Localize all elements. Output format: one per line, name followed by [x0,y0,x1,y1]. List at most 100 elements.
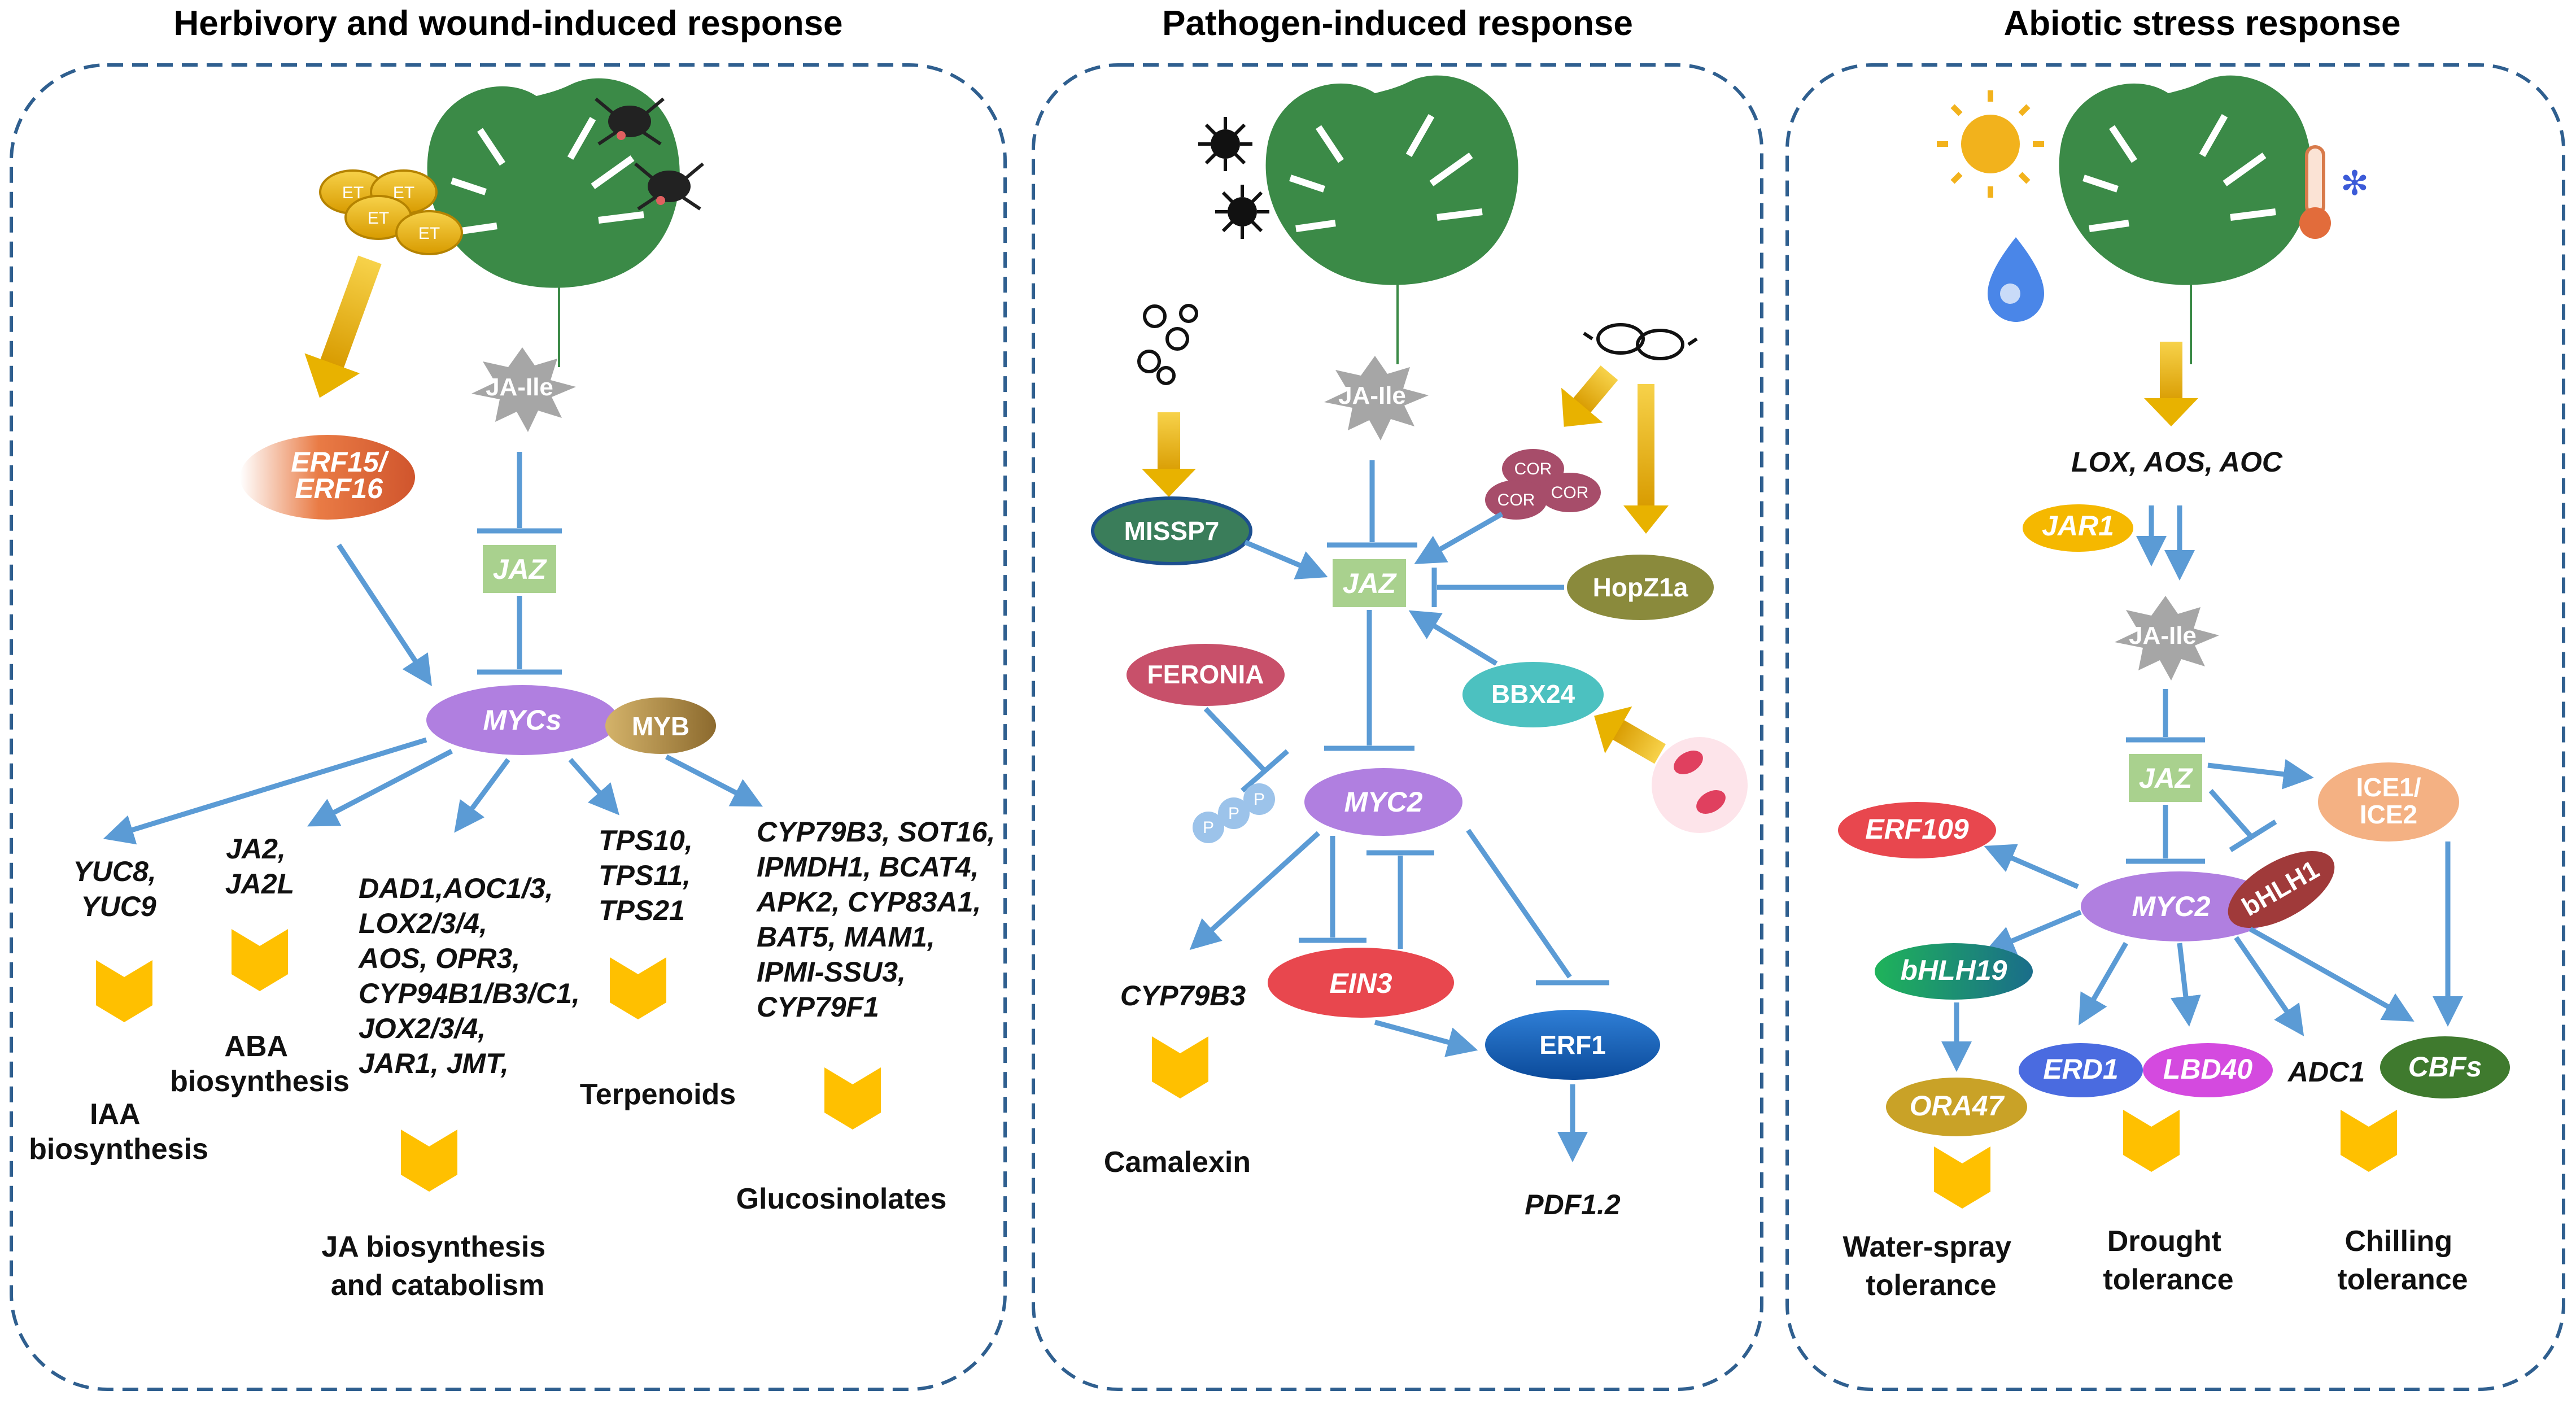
jaz-label: JAZ [2139,762,2194,794]
myb-node [605,697,716,754]
myc2-node [1304,768,1462,836]
inhibit-bar [2229,819,2277,852]
chevron-arrow-icon [232,929,288,991]
activation-arrow [1374,1019,1478,1057]
activation-arrow [103,737,427,845]
jaz-label: JAZ [1343,568,1398,599]
activation-arrow [1189,831,1321,950]
feronia-label: FERONIA [1147,660,1264,689]
mycs-label: MYCs [483,704,562,736]
yellow-arrow [1594,706,1666,764]
activation-arrow [1414,512,1504,564]
hopz1a-label: HopZ1a [1593,573,1688,602]
erf16-label: ERF16 [295,473,383,504]
leaf-icon [2059,76,2312,364]
lbd40-label: LBD40 [2163,1053,2253,1085]
bhlh1-node [2228,851,2335,928]
et-label: ET [342,184,364,202]
gene-list-ja-biosynthesis: DAD1,AOC1/3, LOX2/3/4, AOS, OPR3, CYP94B… [357,873,588,1079]
inhibit-line [1466,829,1572,979]
ja-ile-label: JA-Ile [486,373,553,401]
cbfs-node [2380,1036,2510,1098]
outcome-aba: ABA biosynthesis [170,1030,350,1098]
erf1-node [1485,1010,1660,1080]
activation-arrow [2171,943,2201,1027]
water-drop-icon [1988,237,2044,322]
ora47-node [1886,1078,2027,1136]
activation-arrow [1244,539,1328,579]
panel-herbivory-frame [10,63,1007,1391]
ja-ile-label: JA-Ile [2129,622,2197,649]
svg-text:P: P [1203,818,1214,837]
virus-icon [1198,117,1252,171]
erf109-node [1838,802,1996,858]
gene-list-tps: TPS10, TPS11, TPS21 [599,825,701,926]
panel-abiotic-frame [1785,63,2565,1391]
activation-arrow [307,749,453,827]
activation-arrow [337,543,432,687]
activation-arrow [1408,610,1498,666]
ein3-node [1268,948,1454,1018]
activation-arrow [2248,927,2415,1022]
activation-arrow [2207,758,2314,790]
activation-arrow [665,755,763,807]
jar1-label: JAR1 [2042,510,2114,542]
outcome-iaa: IAA biosynthesis [29,1098,208,1166]
erf15-erf16-node [240,435,415,520]
chevron-arrow-icon [824,1067,881,1130]
et-label: ET [393,184,414,202]
yellow-arrow [1623,384,1669,534]
inhibit-line [2208,789,2255,840]
et-cluster-icon: ET ET ET ET [319,169,463,255]
virus-icon [1215,185,1269,239]
hopz1a-node [1567,555,1714,620]
phosphate-icon: P P P [1193,783,1275,843]
outcome-ja: JA biosynthesis and catabolism [321,1231,553,1302]
activation-arrow [2079,941,2128,1026]
sun-icon [1937,90,2044,198]
bbx24-label: BBX24 [1491,679,1575,709]
yellow-arrow [304,255,382,398]
gene-list-ja2: JA2, JA2L [225,833,294,900]
jaz-box [483,545,556,593]
erf15-label: ERF15/ [291,446,390,478]
erf109-label: ERF109 [1865,813,1969,845]
gene-cyp79b3: CYP79B3 [1120,980,1246,1011]
panel-abiotic: ✻ LOX, AOS, AOC JAR1 JA-Ile JAZ ICE1/ IC… [1838,76,2510,1302]
bbx24-node [1462,662,1604,727]
mycs-node [426,685,618,755]
et-label: ET [418,224,440,243]
myc2-label: MYC2 [2132,891,2211,922]
outcome-glucosinolates: Glucosinolates [736,1183,947,1215]
myb-label: MYB [632,712,689,741]
insect-icon [595,97,704,211]
snowflake-icon: ✻ [2341,164,2369,202]
gene-adc1: ADC1 [2287,1056,2365,1088]
panel-pathogen: JA-Ile COR COR COR MISSP7 HopZ1a JAZ FER… [1091,76,1748,1220]
gene-pdf12: PDF1.2 [1525,1189,1621,1220]
et-label: ET [368,209,389,228]
missp7-label: MISSP7 [1124,516,1220,546]
erd1-label: ERD1 [2043,1053,2118,1085]
cor-cluster-icon: COR COR COR [1485,449,1601,520]
inhibit-bar [1241,749,1289,793]
panel-herbivory: ET ET ET ET JA-Ile ERF15/ ERF16 JAZ MYCs [29,79,995,1302]
svg-text:COR: COR [1551,483,1589,502]
svg-text:P: P [1254,790,1265,809]
chevron-arrow-icon [610,957,666,1019]
activation-arrow [1984,909,2082,955]
activation-arrow [454,758,510,833]
erf1-label: ERF1 [1539,1030,1606,1059]
activation-arrow [568,758,619,816]
pathogen-cell-icon [1652,737,1748,833]
activation-arrow [2234,936,2304,1036]
cold-thermometer-icon: ✻ [2299,145,2369,239]
chevron-arrow-icon [2341,1110,2397,1172]
leaf-icon [1266,76,1518,364]
bhlh19-node [1875,943,2033,1000]
outcome-water-spray: Water-spray tolerance [1843,1231,2019,1302]
chevron-arrow-icon [96,960,152,1022]
outcome-drought: Drought tolerance [2103,1225,2233,1296]
yellow-arrow [1561,365,1618,427]
